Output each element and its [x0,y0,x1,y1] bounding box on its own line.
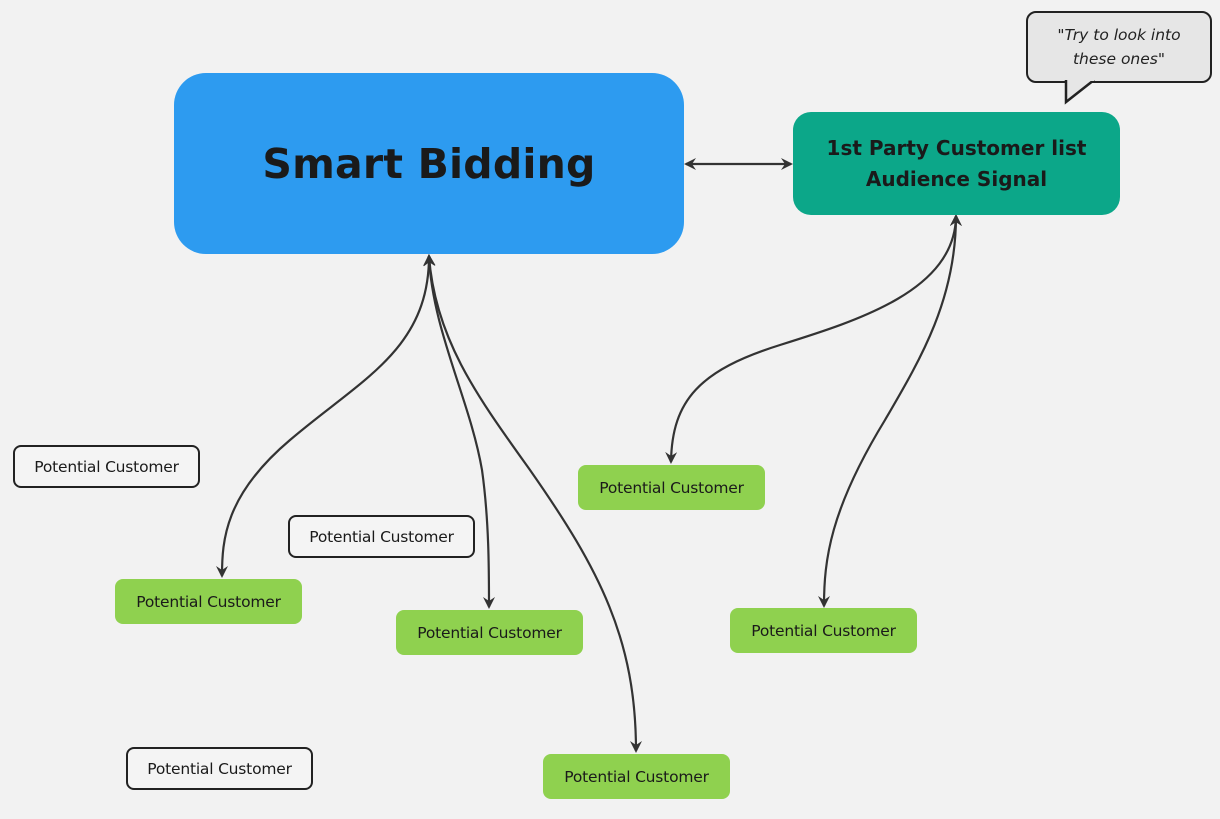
potential-customer-outline-node[interactable]: Potential Customer [288,515,475,558]
potential-customer-outline-node[interactable]: Potential Customer [126,747,313,790]
audience-signal-label: 1st Party Customer list Audience Signal [826,135,1087,191]
potential-customer-label: Potential Customer [751,621,896,640]
potential-customer-node[interactable]: Potential Customer [730,608,917,653]
edge-signal-to-customer-4[interactable] [665,214,962,464]
potential-customer-label: Potential Customer [147,759,292,778]
smart-bidding-label: Smart Bidding [262,139,596,188]
audience-signal-node[interactable]: 1st Party Customer list Audience Signal [793,112,1120,215]
comment-callout[interactable]: "Try to look into these ones" [1026,11,1212,83]
callout-tail-icon [1064,78,1095,105]
potential-customer-node[interactable]: Potential Customer [543,754,730,799]
potential-customer-outline-node[interactable]: Potential Customer [13,445,200,488]
smart-bidding-node[interactable]: Smart Bidding [174,73,684,254]
edge-signal-to-customer-5[interactable] [818,214,962,608]
potential-customer-label: Potential Customer [136,592,281,611]
comment-text: "Try to look into these ones" [1057,26,1181,68]
potential-customer-node[interactable]: Potential Customer [115,579,302,624]
potential-customer-label: Potential Customer [564,767,709,786]
potential-customer-label: Potential Customer [34,457,179,476]
potential-customer-node[interactable]: Potential Customer [578,465,765,510]
potential-customer-label: Potential Customer [309,527,454,546]
potential-customer-label: Potential Customer [599,478,744,497]
potential-customer-node[interactable]: Potential Customer [396,610,583,655]
potential-customer-label: Potential Customer [417,623,562,642]
